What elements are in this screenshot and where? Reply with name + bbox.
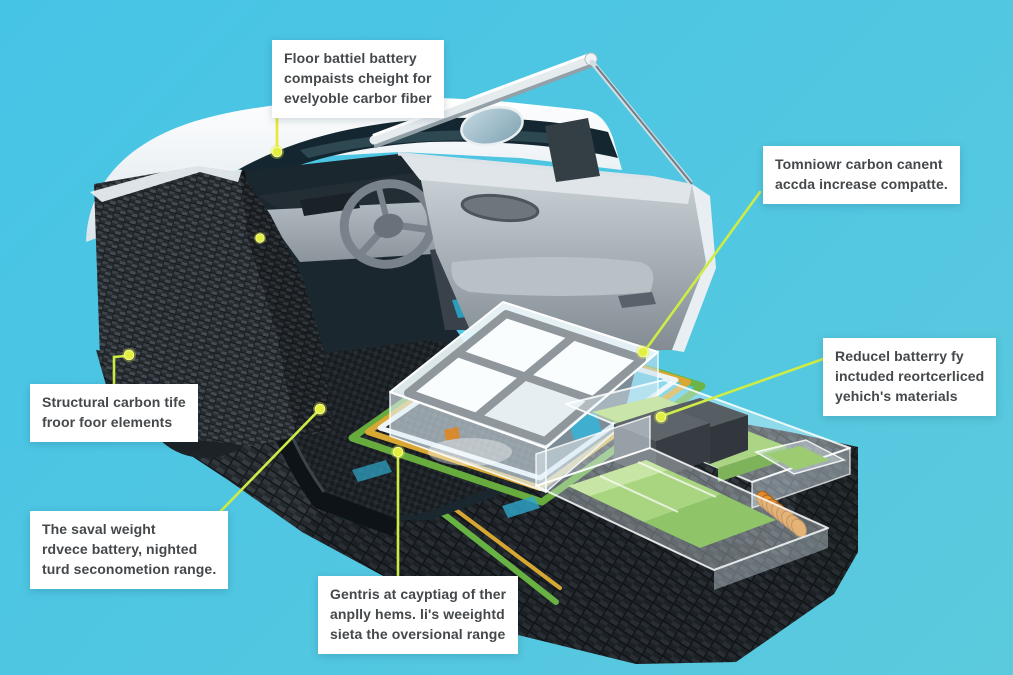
- grid-panel-border: [404, 310, 646, 445]
- front-panel-weave: [94, 166, 332, 446]
- callout-line: Reducel batterry fy: [835, 348, 964, 364]
- lower-tray-divider-1: [637, 461, 717, 498]
- open-door: [369, 52, 716, 352]
- floor-slab-right-shade: [788, 447, 858, 594]
- leader-line-weight-range: [214, 409, 320, 518]
- callout-capacity-range: Gentris at cayptiag of ther anplly hems.…: [318, 576, 519, 654]
- door-outer-edge: [672, 184, 716, 352]
- leader-line-structural-floor: [112, 354, 128, 386]
- front-fender-highlight: [90, 162, 242, 202]
- lower-module-green-2: [644, 494, 776, 548]
- callout-line: compaists cheight for: [284, 69, 432, 86]
- control-box-front-right: [656, 423, 710, 480]
- marker-dots: [122, 145, 668, 459]
- marker-dot-structural-floor: [122, 348, 136, 362]
- control-box-rear-top: [662, 398, 748, 427]
- control-box-rear-right: [710, 415, 748, 464]
- door-speaker-grille: [460, 193, 540, 223]
- lower-tray-divider-2: [599, 475, 679, 513]
- callout-line: yehich's materials: [835, 387, 958, 404]
- callout-line: evelyoble carbor fiber: [284, 89, 432, 106]
- marker-dot-capacity-range: [391, 445, 405, 459]
- callout-line: The saval weight: [42, 521, 156, 537]
- side-mirror: [460, 106, 600, 182]
- upper-module-highlight: [592, 396, 700, 428]
- lower-module-highlight: [568, 460, 668, 496]
- door-window-frame: [369, 52, 693, 185]
- marker-dot-roof-battery: [270, 145, 284, 159]
- windshield-glass-band: [234, 117, 618, 186]
- teal-sliver-left: [352, 460, 392, 482]
- mirror-glass: [460, 106, 524, 146]
- teal-sliver-lower: [502, 496, 540, 518]
- door-armrest: [451, 257, 654, 296]
- callout-carbon-content: Tomniowr carbon canent accda increase co…: [763, 146, 960, 204]
- lower-module-tray: [535, 414, 829, 590]
- battery-grid-panel: [404, 310, 646, 445]
- callout-roof-battery: Floor battiel battery compaists cheight …: [272, 40, 444, 118]
- callout-line: turd seconometion range.: [42, 560, 217, 577]
- leader-line-carbon-content: [642, 190, 762, 354]
- small-module-box: [753, 439, 847, 475]
- glass-inner-cell-orange: [444, 427, 460, 441]
- callout-line: Structural carbon tife: [42, 394, 186, 410]
- grid-cross-2: [473, 332, 577, 421]
- door-upper-band: [398, 152, 692, 204]
- leader-line-reduced-battery: [660, 356, 828, 418]
- callout-structural-floor: Structural carbon tife froor foor elemen…: [30, 384, 198, 442]
- glass-inner-reflection: [428, 438, 512, 466]
- marker-dot-carbon-content: [636, 345, 650, 359]
- callout-line: accda increase compatte.: [775, 175, 948, 192]
- marker-dot-weight-range: [313, 402, 327, 416]
- small-box-green: [766, 446, 830, 470]
- callout-line: Gentris at cayptiag of ther: [330, 586, 507, 602]
- callout-line: Tomniowr carbon canent: [775, 156, 943, 172]
- callout-reduced-battery: Reducel batterry fy inctuded reortcerlic…: [823, 338, 997, 416]
- callout-line: froor foor elements: [42, 413, 173, 430]
- lower-tray-front-wall: [714, 528, 828, 590]
- marker-dot-door-sill: [254, 232, 266, 244]
- door-top-edge-trim: [397, 152, 653, 180]
- marker-dot-reduced-battery: [654, 410, 668, 424]
- callout-line: inctuded reortcerliced: [835, 367, 985, 384]
- mirror-stalk: [545, 118, 600, 182]
- callout-line: Floor battiel battery: [284, 50, 417, 66]
- callout-line: rdvece battery, nighted: [42, 540, 198, 557]
- door-handle: [618, 292, 656, 308]
- callout-weight-range: The saval weight rdvece battery, nighted…: [30, 511, 229, 589]
- callout-line: anplly hems. li's weeightd: [330, 605, 505, 622]
- callout-line: sieta the oversional range: [330, 625, 506, 642]
- battery-module-trays: [352, 379, 851, 590]
